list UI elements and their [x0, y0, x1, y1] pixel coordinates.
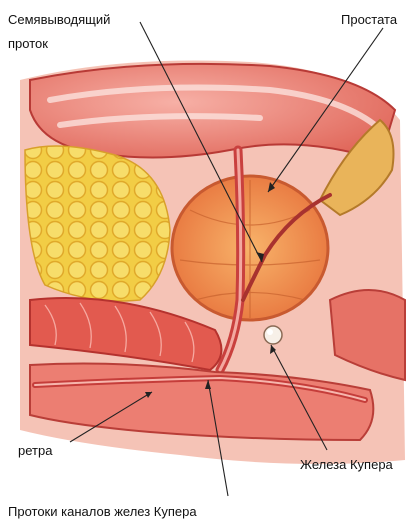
label-urethra: ретра: [18, 442, 52, 459]
label-prostate: Простата: [341, 11, 397, 28]
label-cowper-gland: Железа Купера: [300, 456, 393, 473]
bladder-wall: [30, 64, 395, 160]
label-vas-deferens-line1: Семявыводящий: [8, 11, 110, 28]
cowper-gland: [264, 326, 282, 344]
label-cowper-ducts: Протоки каналов желез Купера: [8, 503, 197, 520]
label-vas-deferens-line2: проток: [8, 35, 48, 52]
